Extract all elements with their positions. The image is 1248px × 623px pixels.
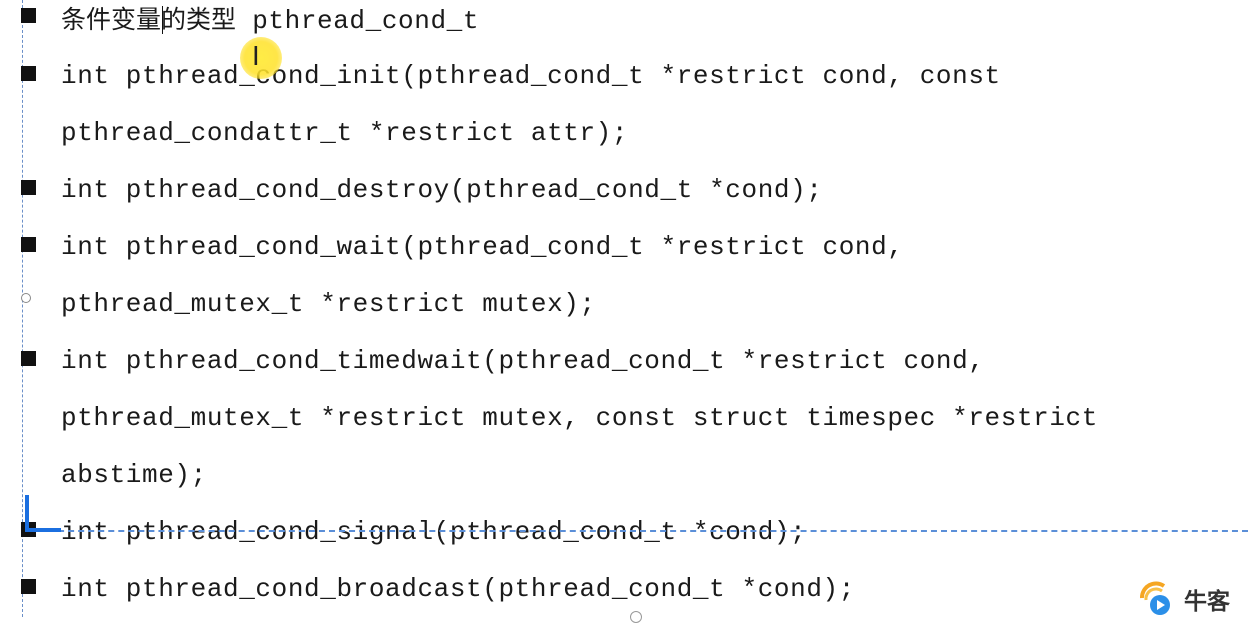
code-line-8[interactable]: pthread_mutex_t *restrict mutex, const s… bbox=[61, 403, 1098, 433]
logo-text: 牛客 bbox=[1184, 588, 1230, 615]
resize-handle-bottom[interactable] bbox=[630, 611, 642, 623]
text-box-left-border bbox=[21, 0, 31, 617]
line-cjk-text: 条件变量的类型 bbox=[61, 5, 237, 34]
i-beam-cursor-icon: I bbox=[252, 42, 260, 72]
bullet-icon bbox=[21, 8, 36, 23]
bullet-icon bbox=[21, 180, 36, 195]
nowcoder-logo: 牛客 bbox=[1138, 580, 1230, 617]
cursor-highlight bbox=[240, 37, 282, 79]
bullet-icon bbox=[21, 579, 36, 594]
bullet-icon bbox=[21, 237, 36, 252]
code-line-1[interactable]: 条件变量的类型 pthread_cond_t bbox=[61, 0, 479, 40]
insertion-guide-line bbox=[28, 530, 1248, 532]
bullet-icon bbox=[21, 351, 36, 366]
code-line-11[interactable]: int pthread_cond_broadcast(pthread_cond_… bbox=[61, 574, 855, 604]
code-line-9[interactable]: abstime); bbox=[61, 460, 207, 490]
bullet-icon bbox=[21, 66, 36, 81]
code-line-6[interactable]: pthread_mutex_t *restrict mutex); bbox=[61, 289, 596, 319]
resize-handle-left[interactable] bbox=[21, 293, 31, 303]
code-line-2[interactable]: int pthread_cond_init(pthread_cond_t *re… bbox=[61, 61, 1001, 91]
insertion-marker-horizontal bbox=[25, 528, 61, 532]
code-line-3[interactable]: pthread_condattr_t *restrict attr); bbox=[61, 118, 629, 148]
text-caret bbox=[162, 6, 163, 34]
nowcoder-logo-icon bbox=[1138, 580, 1176, 617]
line-mono-text: pthread_cond_t bbox=[236, 6, 480, 36]
insertion-marker bbox=[25, 495, 29, 532]
code-line-4[interactable]: int pthread_cond_destroy(pthread_cond_t … bbox=[61, 175, 823, 205]
code-line-7[interactable]: int pthread_cond_timedwait(pthread_cond_… bbox=[61, 346, 985, 376]
code-line-5[interactable]: int pthread_cond_wait(pthread_cond_t *re… bbox=[61, 232, 904, 262]
code-line-10[interactable]: int pthread_cond_signal(pthread_cond_t *… bbox=[61, 517, 807, 547]
